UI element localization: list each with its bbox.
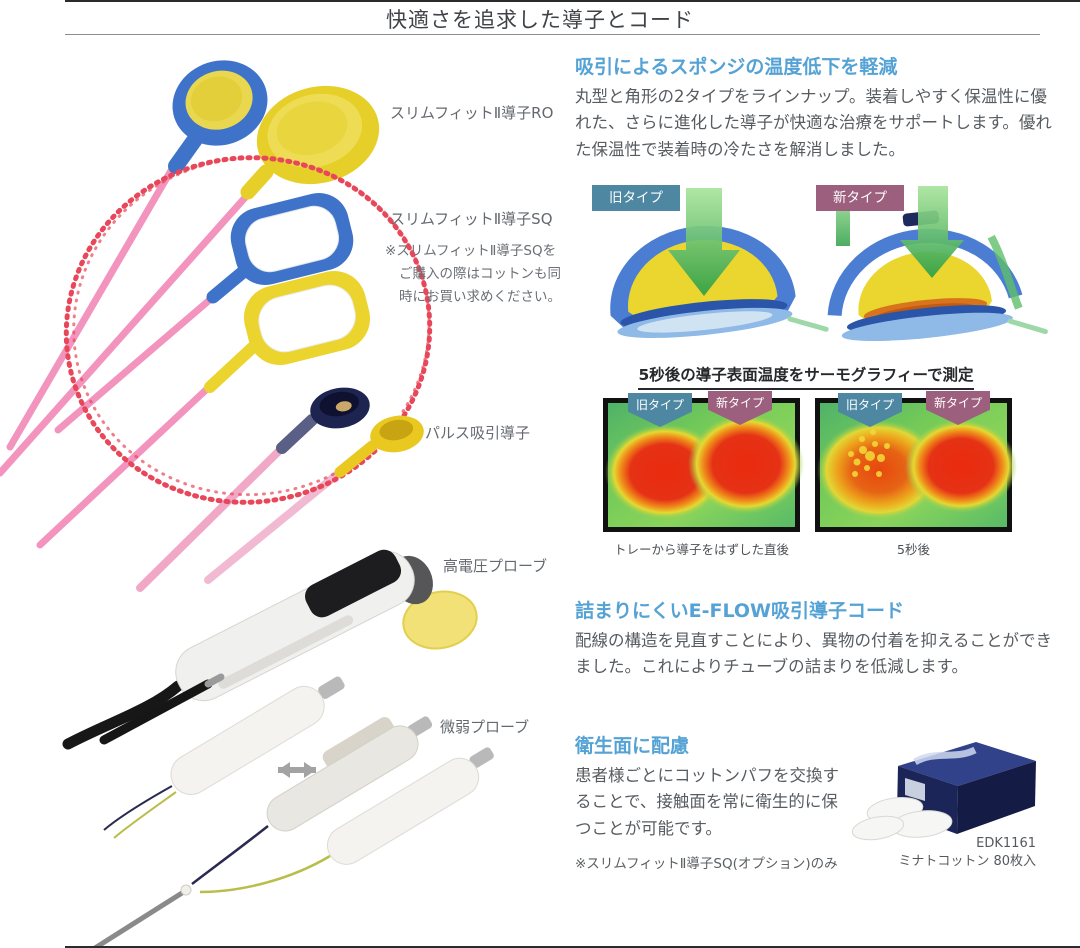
old-type-tag: 旧タイプ: [592, 185, 680, 211]
thermo-image-left: [603, 398, 804, 532]
note-slimfit-sq: ※スリムフィットⅡ導子SQをご購入の際はコットンも同時にお買い求めください。: [385, 243, 561, 306]
cross-section-old: [610, 188, 829, 338]
bottom-rule: [65, 946, 1080, 948]
label-weak-probe: 微弱プローブ: [440, 718, 530, 736]
section-body-hygiene: 患者様ごとにコットンパフを交換することで、接触面を常に衛生的に保つことが可能です…: [575, 766, 839, 838]
section-heading-eflow: 詰まりにくいE-FLOW吸引導子コード: [575, 600, 905, 622]
label-pulse-electrode: パルス吸引導子: [425, 424, 531, 442]
section-body-eflow: 配線の構造を見直すことにより、異物の付着を抑えることができました。これによりチュ…: [575, 631, 1053, 677]
title-rule: [65, 34, 1040, 35]
top-rule: [65, 0, 1080, 2]
swap-arrow-icon: [278, 762, 316, 778]
new-type-tag: 新タイプ: [816, 185, 904, 211]
section-heading-hygiene: 衛生面に配慮: [575, 735, 690, 757]
section-heading-warmth: 吸引によるスポンジの温度低下を軽減: [575, 56, 898, 78]
label-slimfit-ro: スリムフィットⅡ導子RO: [390, 104, 554, 122]
page-title: 快適さを追求した導子とコード: [386, 8, 694, 32]
sq-electrodes-photo: [204, 193, 371, 393]
label-hv-probe: 高電圧プローブ: [443, 557, 548, 575]
thermo-image-right: [815, 398, 1017, 532]
down-arrow-icon: [900, 186, 964, 278]
thermo-caption-left: トレーから導子をはずした直後: [613, 542, 789, 557]
cotton-product-caption: EDK1161 ミナトコットン 80枚入: [878, 835, 1036, 871]
label-slimfit-sq: スリムフィットⅡ導子SQ: [390, 210, 553, 228]
cotton-box-photo: [851, 742, 1036, 841]
hv-probe-photo: [62, 549, 478, 750]
section-body-warmth: 丸型と角形の2タイプをラインナップ。装着しやすく保温性に優れた、さらに進化した導…: [575, 87, 1052, 159]
thermo-heading-wrap: 5秒後の導子表面温度をサーモグラフィーで測定: [575, 363, 1037, 390]
red-sketch-circle: [63, 155, 433, 505]
cotton-product-name: ミナトコットン 80枚入: [898, 854, 1036, 870]
weak-probes-photo: [92, 673, 494, 948]
ro-electrodes-photo: [168, 60, 380, 200]
thermo-heading: 5秒後の導子表面温度をサーモグラフィーで測定: [638, 363, 974, 390]
cotton-product-code: EDK1161: [976, 836, 1036, 851]
cross-section-new: [827, 186, 1048, 342]
pulse-electrode-photo: [276, 387, 424, 478]
down-arrow-icon: [668, 188, 740, 296]
hygiene-option-note: ※スリムフィットⅡ導子SQ(オプション)のみ: [575, 856, 838, 872]
thermo-caption-right: 5秒後: [897, 542, 930, 557]
